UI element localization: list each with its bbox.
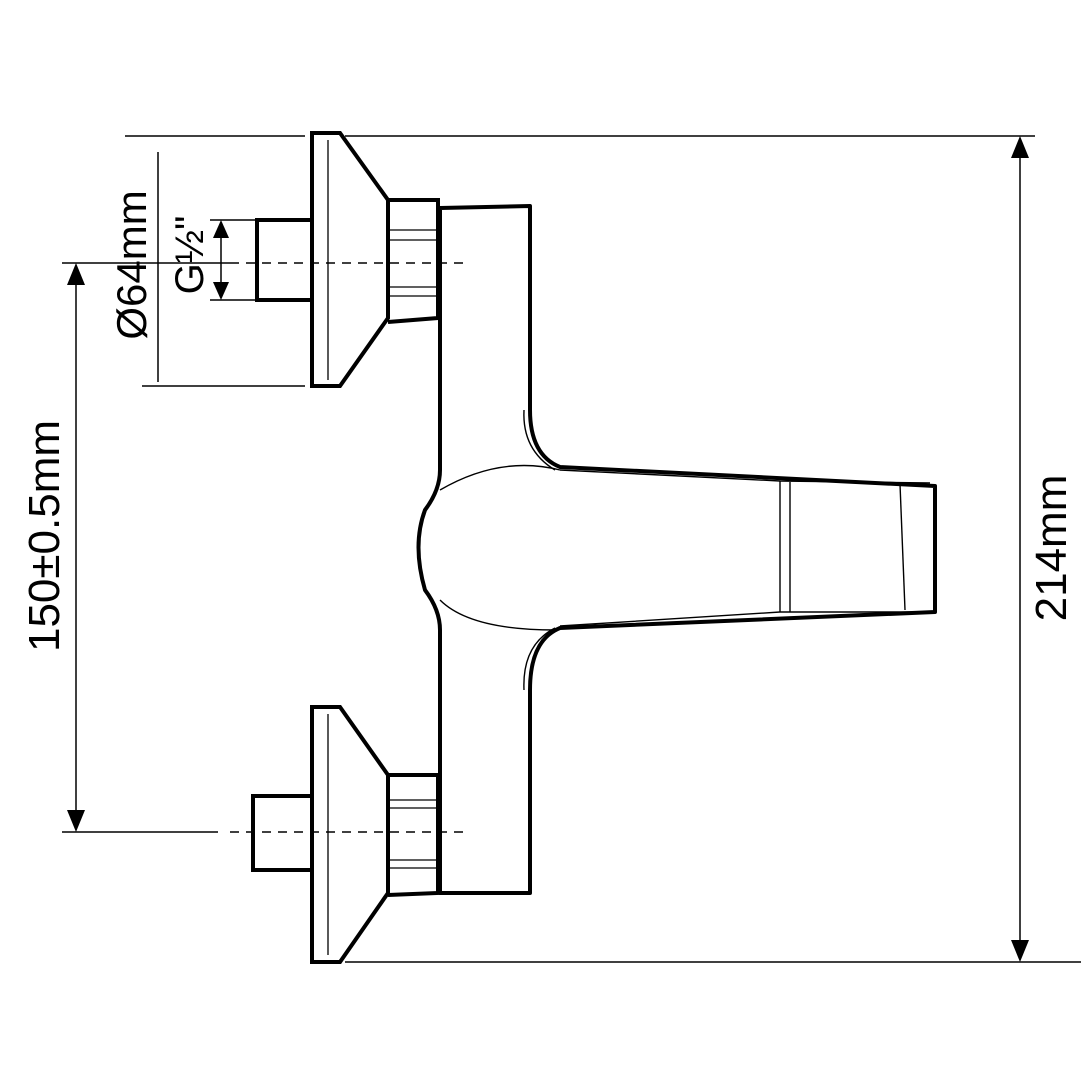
mixer-body — [416, 204, 937, 895]
centre-lines — [230, 262, 470, 833]
thread-size-arrows — [213, 220, 229, 300]
centre-distance-arrows — [67, 263, 85, 832]
overall-height-dimension — [345, 135, 1081, 963]
thread-size-label: G½" — [168, 216, 212, 295]
overall-height-arrows — [1011, 136, 1029, 962]
centre-line-extensions — [62, 262, 230, 833]
upper-connector — [255, 131, 440, 388]
flange-diameter-label: Ø64mm — [108, 190, 155, 339]
upper-connector-details — [327, 140, 438, 380]
flange-diameter-dimension — [125, 135, 305, 387]
overall-height-label: 214mm — [1027, 475, 1076, 622]
lower-connector — [251, 705, 440, 964]
lower-connector-details — [327, 714, 438, 955]
centre-distance-label: 150±0.5mm — [20, 420, 69, 652]
body-details — [439, 409, 931, 691]
